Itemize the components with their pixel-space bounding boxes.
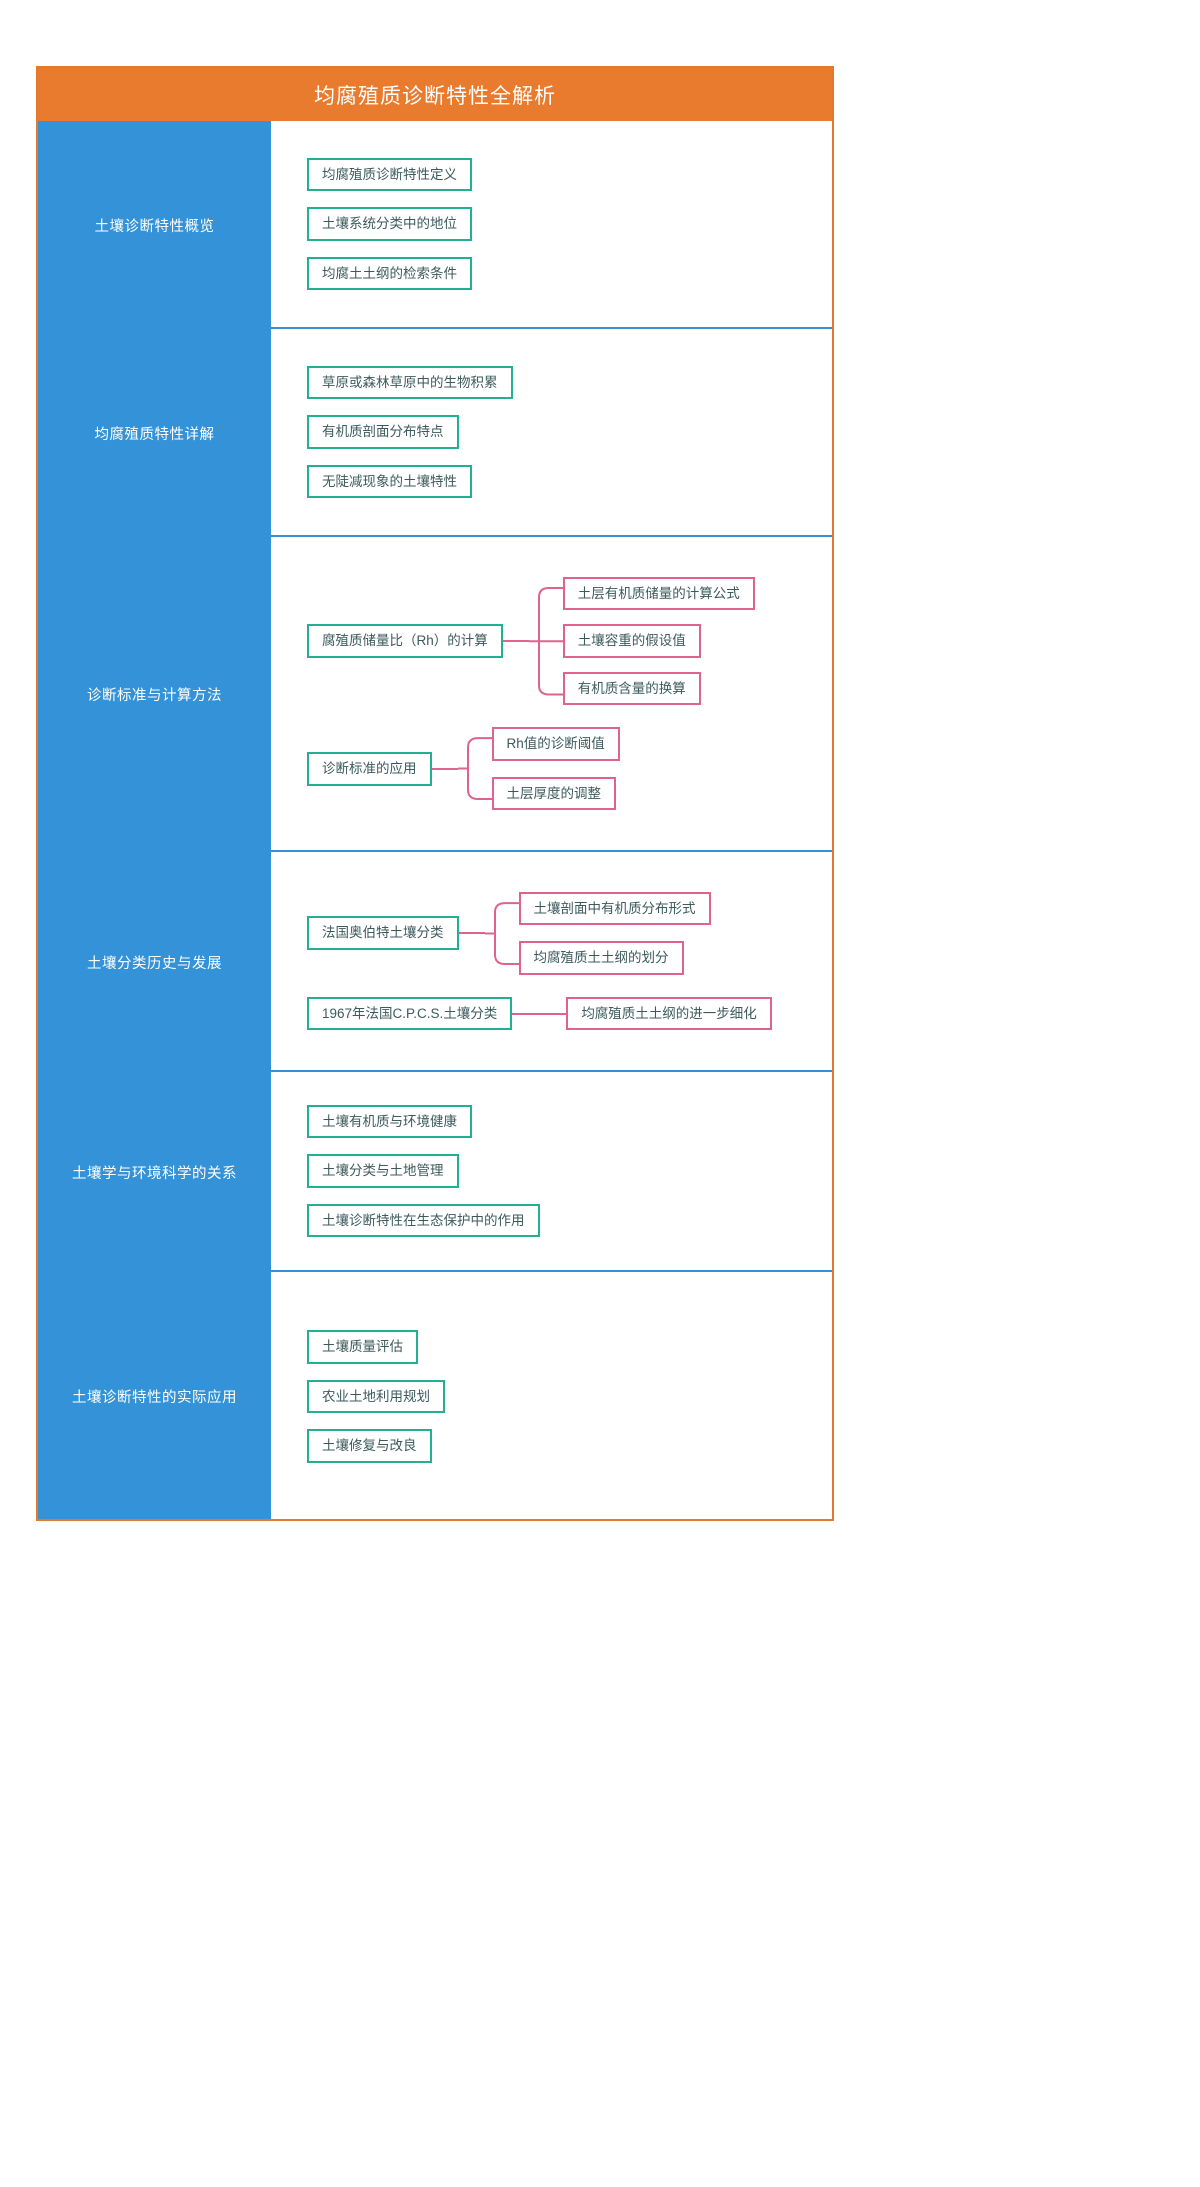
connector-elbows xyxy=(529,577,563,706)
branch-parent-node[interactable]: 1967年法国C.P.C.S.土壤分类 xyxy=(307,996,513,1031)
section-environment-content: 土壤有机质与环境健康 土壤分类与土地管理 土壤诊断特性在生态保护中的作用 xyxy=(271,1072,832,1272)
branch-children: 土壤剖面中有机质分布形式 均腐殖质土土纲的划分 xyxy=(518,891,711,975)
node-list: 土壤质量评估 农业土地利用规划 土壤修复与改良 xyxy=(307,1330,832,1463)
section-content-column: 均腐殖质诊断特性定义 土壤系统分类中的地位 均腐土土纲的检索条件 草原或森林草原… xyxy=(271,121,832,1519)
node-list: 草原或森林草原中的生物积累 有机质剖面分布特点 无陡减现象的土壤特性 xyxy=(307,365,832,499)
child-node-box[interactable]: 土层有机质储量的计算公式 xyxy=(562,576,755,611)
branch-parent-node[interactable]: 法国奥伯特土壤分类 xyxy=(307,916,459,950)
sidebar-item-criteria[interactable]: 诊断标准与计算方法 xyxy=(87,688,222,704)
branch-criteria-application: 诊断标准的应用 Rh值的诊断阈值 土层厚度的调整 xyxy=(307,727,832,811)
node-box[interactable]: 土壤修复与改良 xyxy=(307,1429,432,1463)
node-box[interactable]: 土壤诊断特性在生态保护中的作用 xyxy=(307,1203,540,1238)
sidebar-item-applications[interactable]: 土壤诊断特性的实际应用 xyxy=(72,1390,237,1406)
sidebar-item-history[interactable]: 土壤分类历史与发展 xyxy=(87,955,222,972)
node-box[interactable]: 土壤分类与土地管理 xyxy=(307,1154,459,1188)
node-box[interactable]: 土壤系统分类中的地位 xyxy=(307,207,472,241)
connector-elbows xyxy=(485,892,519,975)
branch-aubert-classification: 法国奥伯特土壤分类 土壤剖面中有机质分布形式 均腐殖质土土纲的划分 xyxy=(307,891,832,975)
child-node-box[interactable]: Rh值的诊断阈值 xyxy=(491,727,620,761)
connector-stub xyxy=(502,639,529,642)
branch-children: 土层有机质储量的计算公式 土壤容重的假设值 有机质含量的换算 xyxy=(562,576,755,706)
child-node-box[interactable]: 土层厚度的调整 xyxy=(491,776,616,811)
child-node-box[interactable]: 土壤容重的假设值 xyxy=(562,624,701,658)
node-box[interactable]: 土壤有机质与环境健康 xyxy=(307,1104,472,1139)
node-box[interactable]: 草原或森林草原中的生物积累 xyxy=(307,365,513,400)
branch-parent-node[interactable]: 诊断标准的应用 xyxy=(307,752,432,786)
mindmap-frame: 均腐殖质诊断特性全解析 土壤诊断特性概览 均腐殖质特性详解 诊断标准与计算方法 … xyxy=(36,66,834,1521)
section-applications-content: 土壤质量评估 农业土地利用规划 土壤修复与改良 xyxy=(271,1272,832,1521)
page-title: 均腐殖质诊断特性全解析 xyxy=(38,68,832,121)
child-node-box[interactable]: 均腐殖质土土纲的划分 xyxy=(518,941,684,975)
child-node-box[interactable]: 有机质含量的换算 xyxy=(562,671,701,706)
branch-children: Rh值的诊断阈值 土层厚度的调整 xyxy=(491,727,620,811)
branch-parent-node[interactable]: 腐殖质储量比（Rh）的计算 xyxy=(307,624,503,658)
section-history-content: 法国奥伯特土壤分类 土壤剖面中有机质分布形式 均腐殖质土土纲的划分 xyxy=(271,852,832,1072)
node-box[interactable]: 农业土地利用规划 xyxy=(307,1379,445,1414)
section-criteria-content: 腐殖质储量比（Rh）的计算 土层有机质储量的计算公式 土壤容重的假设值 有机质 xyxy=(271,537,832,852)
branch-group: 腐殖质储量比（Rh）的计算 土层有机质储量的计算公式 土壤容重的假设值 有机质 xyxy=(307,576,832,811)
connector-line xyxy=(512,1012,567,1015)
branch-cpcs-classification: 1967年法国C.P.C.S.土壤分类 均腐殖质土土纲的进一步细化 xyxy=(307,996,832,1031)
node-box[interactable]: 均腐殖质诊断特性定义 xyxy=(307,157,472,192)
mindmap-body: 土壤诊断特性概览 均腐殖质特性详解 诊断标准与计算方法 土壤分类历史与发展 土壤… xyxy=(38,121,832,1519)
child-node-box[interactable]: 土壤剖面中有机质分布形式 xyxy=(518,891,711,926)
sidebar-item-details[interactable]: 均腐殖质特性详解 xyxy=(94,426,215,443)
branch-rh-calculation: 腐殖质储量比（Rh）的计算 土层有机质储量的计算公式 土壤容重的假设值 有机质 xyxy=(307,576,832,706)
connector-stub xyxy=(431,767,458,770)
child-node-box[interactable]: 均腐殖质土土纲的进一步细化 xyxy=(566,996,772,1031)
sidebar-item-overview[interactable]: 土壤诊断特性概览 xyxy=(94,218,215,235)
node-box[interactable]: 均腐土土纲的检索条件 xyxy=(307,256,472,291)
connector-stub xyxy=(458,932,485,935)
node-list: 均腐殖质诊断特性定义 土壤系统分类中的地位 均腐土土纲的检索条件 xyxy=(307,157,832,291)
node-box[interactable]: 土壤质量评估 xyxy=(307,1330,418,1364)
node-box[interactable]: 无陡减现象的土壤特性 xyxy=(307,464,472,499)
node-box[interactable]: 有机质剖面分布特点 xyxy=(307,415,459,449)
branch-group: 法国奥伯特土壤分类 土壤剖面中有机质分布形式 均腐殖质土土纲的划分 xyxy=(307,891,832,1031)
section-label-column: 土壤诊断特性概览 均腐殖质特性详解 诊断标准与计算方法 土壤分类历史与发展 土壤… xyxy=(38,121,271,1519)
node-list: 土壤有机质与环境健康 土壤分类与土地管理 土壤诊断特性在生态保护中的作用 xyxy=(307,1104,832,1238)
section-details-content: 草原或森林草原中的生物积累 有机质剖面分布特点 无陡减现象的土壤特性 xyxy=(271,329,832,537)
section-overview-content: 均腐殖质诊断特性定义 土壤系统分类中的地位 均腐土土纲的检索条件 xyxy=(271,121,832,329)
branch-children: 均腐殖质土土纲的进一步细化 xyxy=(566,996,772,1031)
sidebar-item-environment[interactable]: 土壤学与环境科学的关系 xyxy=(72,1165,237,1182)
connector-elbows xyxy=(458,727,492,810)
